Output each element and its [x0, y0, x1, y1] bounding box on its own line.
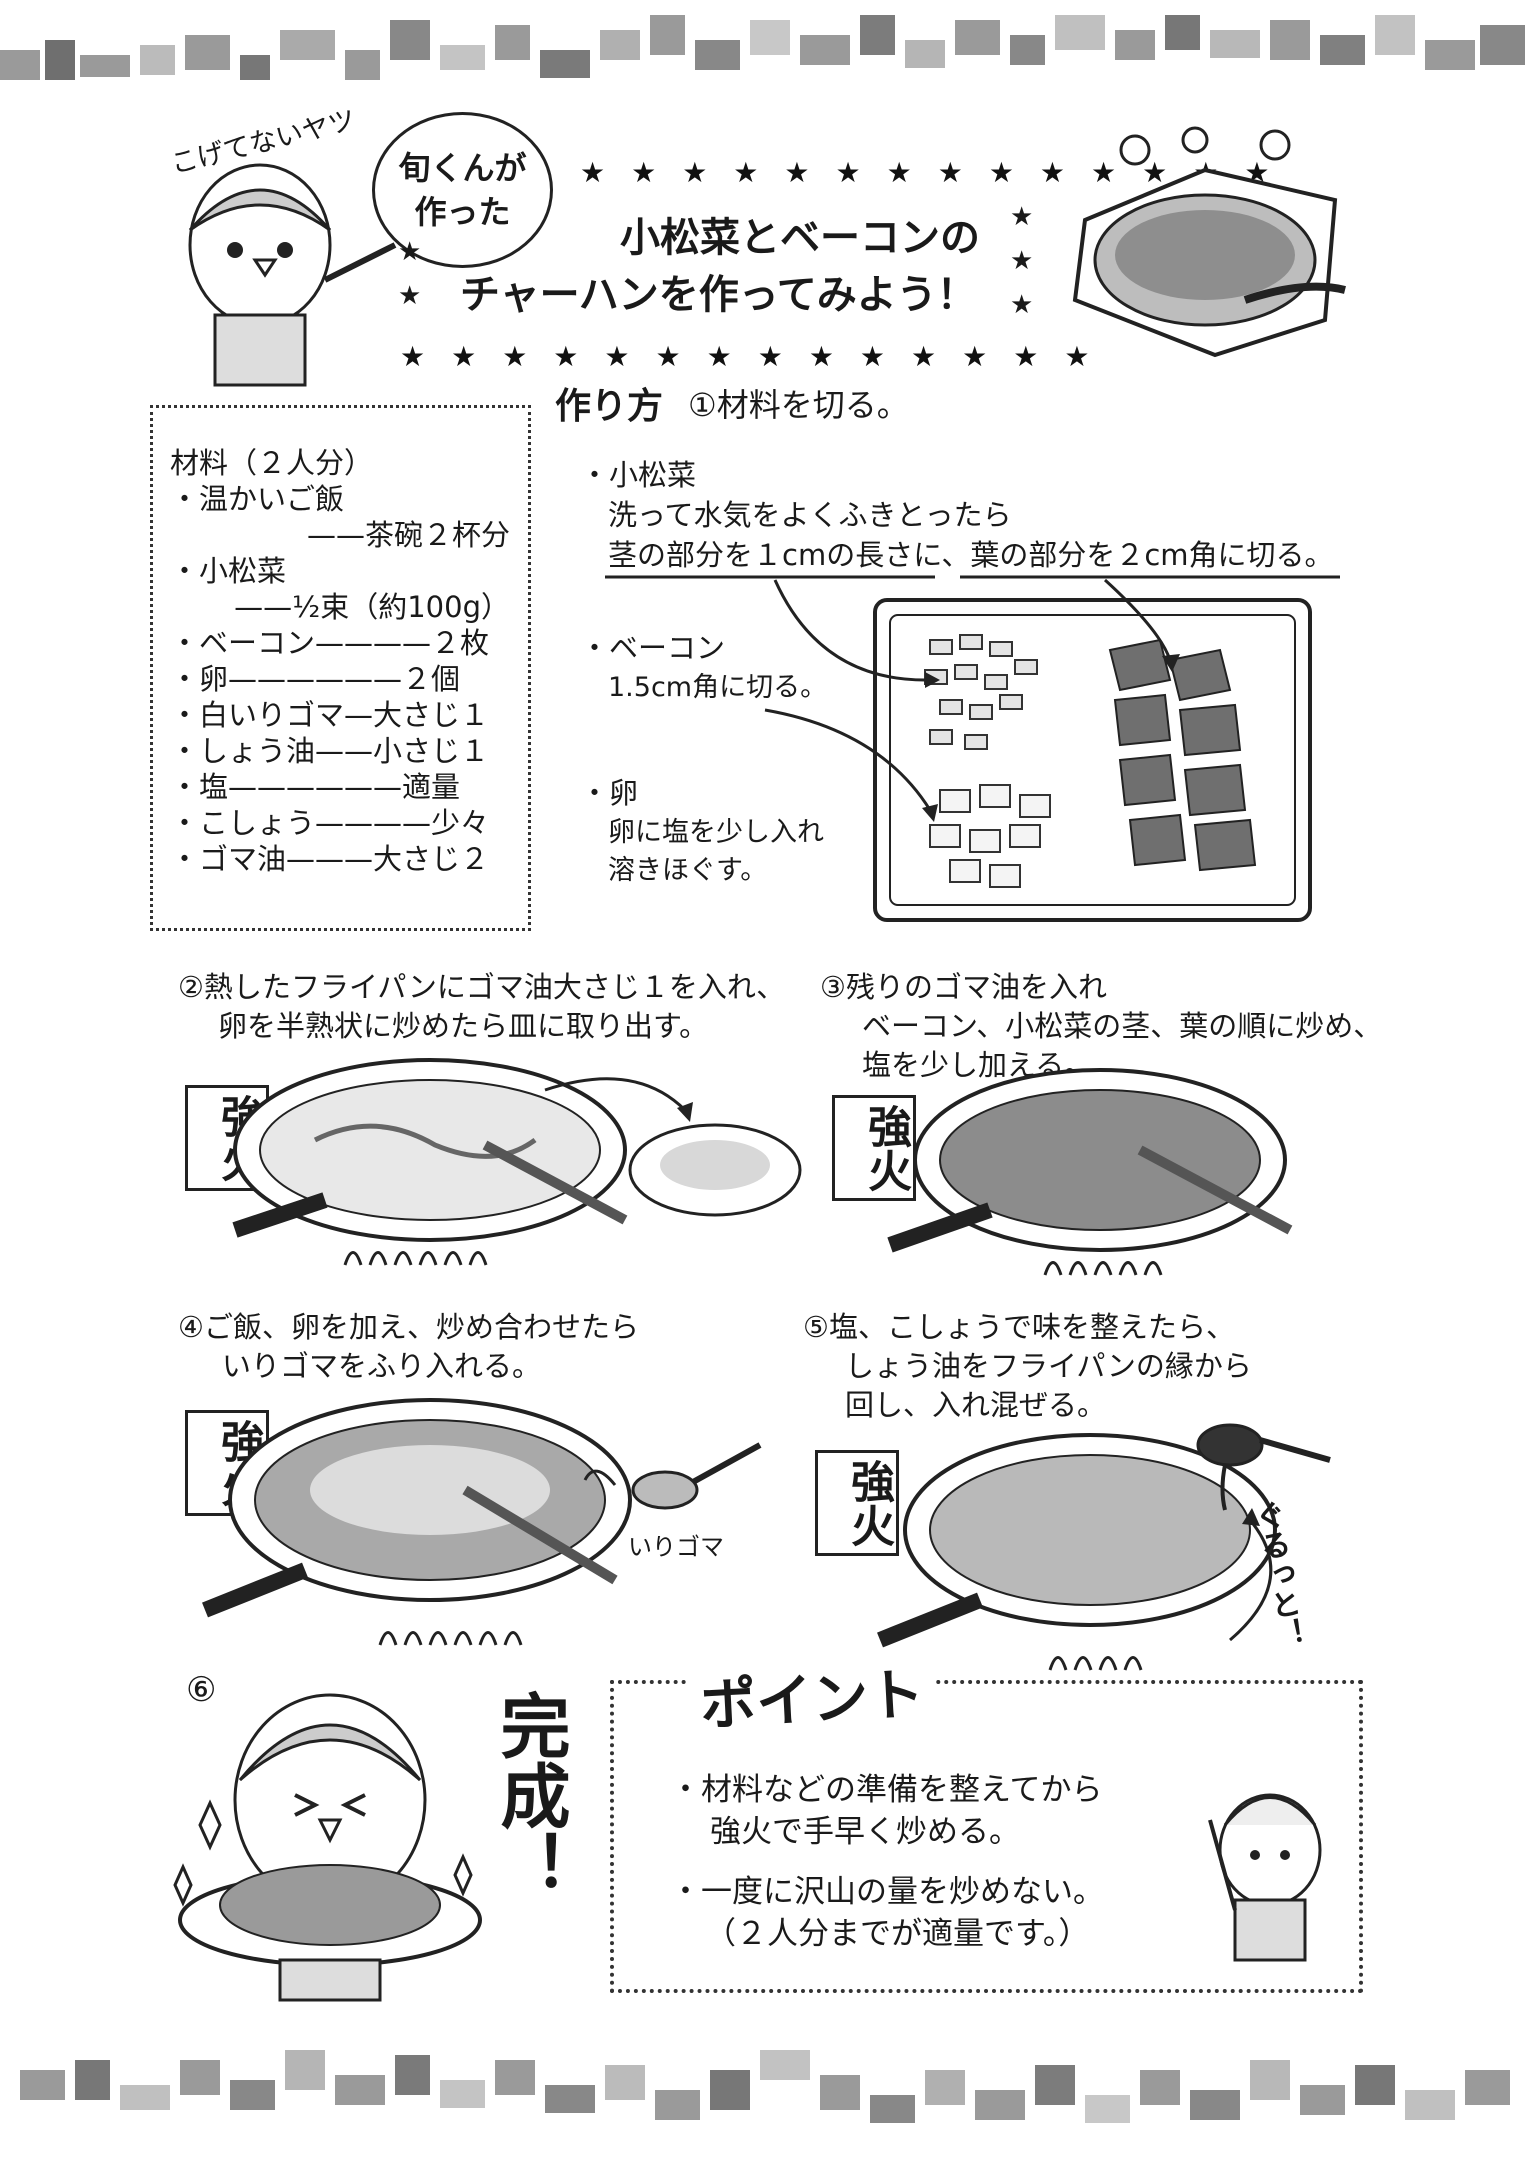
step-4-line-1: ④ご飯、卵を加え、炒め合わせたら	[178, 1310, 639, 1344]
prep-egg-label: ・卵	[580, 776, 639, 810]
ingredient-komatsuna-amount: ——½束（約100g）	[234, 590, 510, 624]
chick-finished-dish-illustration	[173, 1693, 482, 2002]
step-5-line-3: 回し、入れ混ぜる。	[845, 1388, 1107, 1422]
step-2-line-2: 卵を半熟状に炒めたら皿に取り出す。	[218, 1009, 709, 1043]
point-line-2: 強火で手早く炒める。	[710, 1814, 1020, 1850]
title-stars-top: ★★★★★★★★★★★★★★	[580, 156, 1296, 189]
step-6-number: ⑥	[186, 1670, 217, 1710]
prep-bacon-line-1: 1.5cm角に切る。	[608, 672, 828, 703]
heat-high-label-3: 強火	[832, 1095, 916, 1201]
ingredient-sesame-oil: ・ゴマ油———大さじ２	[170, 842, 490, 876]
title-stars-bottom: ★★★★★★★★★★★★★★	[400, 340, 1116, 373]
ingredient-salt: ・塩——————適量	[170, 770, 461, 804]
ingredient-pepper: ・こしょう————少々	[170, 806, 490, 840]
step-5-line-2: しょう油をフライパンの縁から	[845, 1349, 1252, 1383]
ingredient-rice-amount: ——茶碗２杯分	[306, 518, 510, 552]
step-2-line-1: ②熱したフライパンにゴマ油大さじ１を入れ、	[178, 970, 786, 1004]
ingredient-bacon: ・ベーコン————２枚	[170, 626, 490, 660]
point-line-3: ・一度に沢山の量を炒めない。	[670, 1874, 1104, 1910]
sesame-label: いりゴマ	[628, 1533, 724, 1561]
point-title: ポイント	[688, 1648, 936, 1743]
step-2-pan-illustration	[232, 1058, 802, 1266]
title-stars-left: ★★	[398, 237, 422, 311]
title-stars-right: ★★★	[1010, 202, 1034, 320]
ingredient-soy-sauce: ・しょう油——小さじ１	[170, 734, 490, 768]
step-3-line-1: ③残りのゴマ油を入れ	[820, 970, 1107, 1004]
prep-bacon-label: ・ベーコン	[580, 631, 726, 665]
top-border-pattern	[0, 15, 1525, 80]
badge-line-2: 作った	[414, 193, 511, 231]
step-1-title: ①材料を切る。	[688, 386, 909, 424]
prep-arrows	[764, 578, 1180, 822]
fried-rice-plate-illustration	[1072, 126, 1346, 358]
page-title-line-2: チャーハンを作ってみよう！	[460, 272, 977, 318]
heat-high-label-5: 強火	[815, 1450, 899, 1556]
ingredients-list: 材料（２人分） ・温かいご飯 ——茶碗２杯分 ・小松菜 ——½束（約100g） …	[170, 445, 510, 877]
chef-character-illustration	[1208, 1793, 1322, 1962]
badge-line-1: 旬くんが	[398, 149, 527, 187]
step-4-line-2: いりゴマをふり入れる。	[222, 1349, 542, 1383]
prep-egg-line-1: 卵に塩を少し入れ	[608, 817, 824, 848]
prep-underline	[605, 575, 1340, 579]
ingredients-heading: 材料（２人分）	[170, 446, 374, 480]
bottom-border-pattern	[20, 2050, 1510, 2123]
chef-badge: 旬くんが 作った	[372, 112, 553, 268]
point-box	[610, 1680, 1363, 1993]
page-title-line-1: 小松菜とベーコンの	[620, 215, 980, 261]
prep-komatsuna-line-1: 洗って水気をよくふきとったら	[608, 498, 1012, 532]
point-line-4: （２人分までが適量です。）	[705, 1916, 1090, 1952]
completed-label: 完成！	[489, 1690, 571, 1900]
prep-komatsuna-line-2: 茎の部分を１cmの長さに、葉の部分を２cm角に切る。	[608, 538, 1334, 572]
cutting-tray-illustration	[873, 598, 1312, 922]
ingredient-komatsuna: ・小松菜	[170, 554, 287, 588]
step-3-line-2: ベーコン、小松菜の茎、葉の順に炒め、	[862, 1009, 1383, 1043]
step-5-line-1: ⑤塩、こしょうで味を整えたら、	[803, 1310, 1235, 1344]
prep-komatsuna-label: ・小松菜	[580, 458, 697, 492]
method-title: 作り方	[555, 386, 664, 427]
step-5-pan-illustration	[877, 1423, 1331, 1671]
point-line-1: ・材料などの準備を整えてから	[670, 1772, 1103, 1808]
step-4-pan-illustration	[202, 1398, 762, 1646]
step-3-pan-illustration	[887, 1068, 1293, 1276]
ingredients-box	[150, 405, 531, 931]
chick-chef-illustration	[188, 163, 397, 387]
ingredient-rice: ・温かいご飯	[170, 482, 345, 516]
ingredient-sesame: ・白いりゴマ—大さじ１	[170, 698, 490, 732]
prep-egg-line-2: 溶きほぐす。	[608, 855, 768, 886]
ingredient-egg: ・卵——————２個	[170, 662, 461, 696]
